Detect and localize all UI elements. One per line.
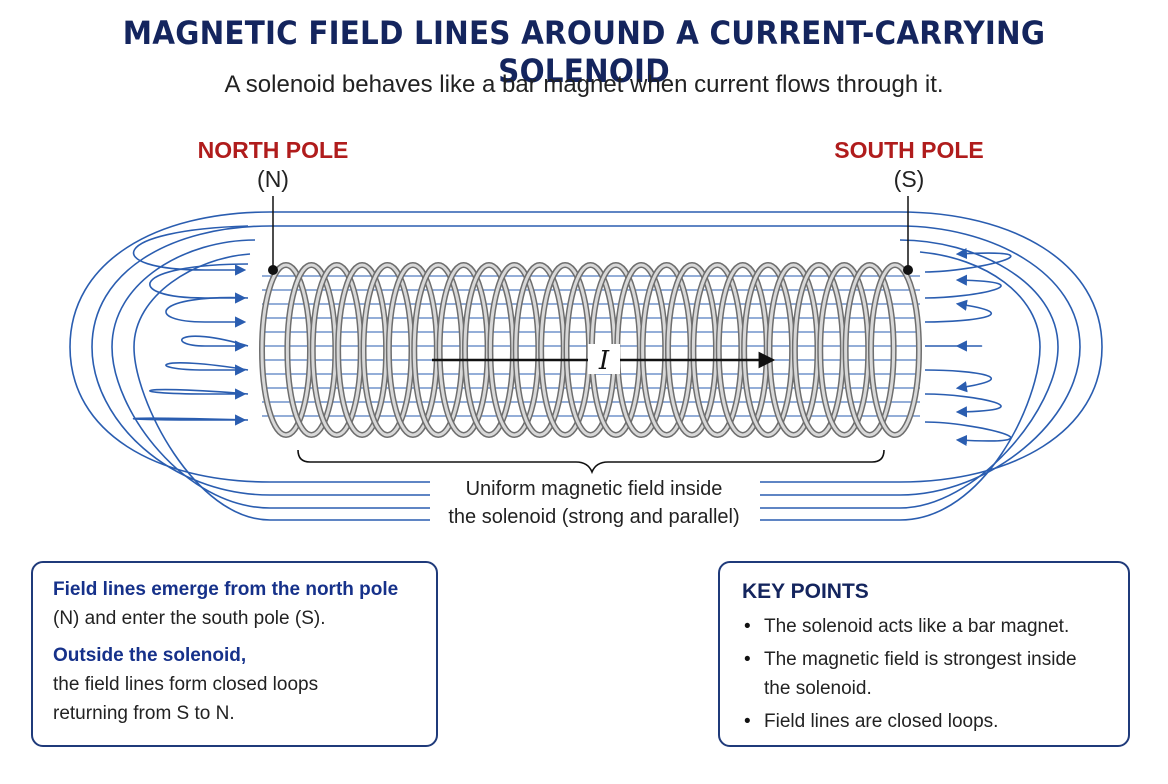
key-point-item: Field lines are closed loops.: [742, 707, 1106, 736]
near-field-line-right: [924, 369, 993, 393]
north-pole-dot: [268, 265, 278, 275]
key-points-list: The solenoid acts like a bar magnet. The…: [742, 612, 1106, 736]
near-field-line-left: [149, 388, 249, 400]
south-pole-abbr: (S): [893, 166, 925, 192]
uniform-field-brace: [297, 449, 885, 475]
solenoid-coil: [259, 262, 922, 438]
coil-turn-highlight: [844, 263, 896, 437]
near-field-line-right: [924, 393, 1002, 418]
near-field-line-left: [132, 414, 249, 426]
key-point-item: The magnetic field is strongest inside t…: [742, 645, 1106, 703]
coil-turn-highlight: [869, 263, 921, 437]
info-heading-1: Field lines emerge from the north pole: [53, 579, 399, 600]
info-heading-2: Outside the solenoid,: [53, 645, 247, 666]
south-pole-name: SOUTH POLE: [834, 137, 984, 163]
key-points-box: KEY POINTS The solenoid acts like a bar …: [718, 561, 1130, 747]
north-pole-label: NORTH POLE (N): [163, 137, 383, 193]
near-pole-field-lines: [132, 225, 1012, 447]
field-lines-info-box: Field lines emerge from the north pole (…: [31, 561, 438, 747]
subtitle: A solenoid behaves like a bar magnet whe…: [224, 71, 944, 98]
key-point-item: The solenoid acts like a bar magnet.: [742, 612, 1106, 641]
outer-loop-2: [270, 225, 1081, 496]
north-pole-name: NORTH POLE: [197, 137, 349, 163]
south-pole-dot: [903, 265, 913, 275]
near-field-line-left: [165, 296, 249, 328]
info-text-2b: returning from S to N.: [53, 703, 235, 724]
key-points-title: KEY POINTS: [742, 580, 869, 603]
info-text-1: (N) and enter the south pole (S).: [53, 608, 326, 629]
south-pole-label: SOUTH POLE (S): [799, 137, 1019, 193]
outer-loop-3-left: [111, 239, 430, 509]
near-field-line-right: [924, 421, 1012, 447]
page-title: MAGNETIC FIELD LINES AROUND A CURRENT-CA…: [122, 14, 1046, 90]
outer-loop-1-left: [69, 211, 430, 483]
outer-loop-4: [760, 251, 1041, 521]
near-field-line-left: [181, 335, 249, 352]
outer-loop-2-left: [91, 225, 430, 496]
uniform-field-line1: Uniform magnetic field inside: [466, 478, 723, 500]
current-label: I: [598, 346, 610, 376]
north-pole-abbr: (N): [257, 166, 289, 192]
near-field-line-right: [924, 299, 993, 323]
info-text-2a: the field lines form closed loops: [53, 674, 319, 695]
near-field-line-left: [165, 362, 249, 376]
near-field-line-right: [924, 274, 1002, 299]
near-field-line-left: [132, 225, 249, 276]
uniform-field-line2: the solenoid (strong and parallel): [448, 506, 739, 528]
near-field-line-right: [924, 247, 1012, 273]
outer-field-lines: [69, 211, 1103, 521]
near-field-line-left: [149, 263, 249, 304]
